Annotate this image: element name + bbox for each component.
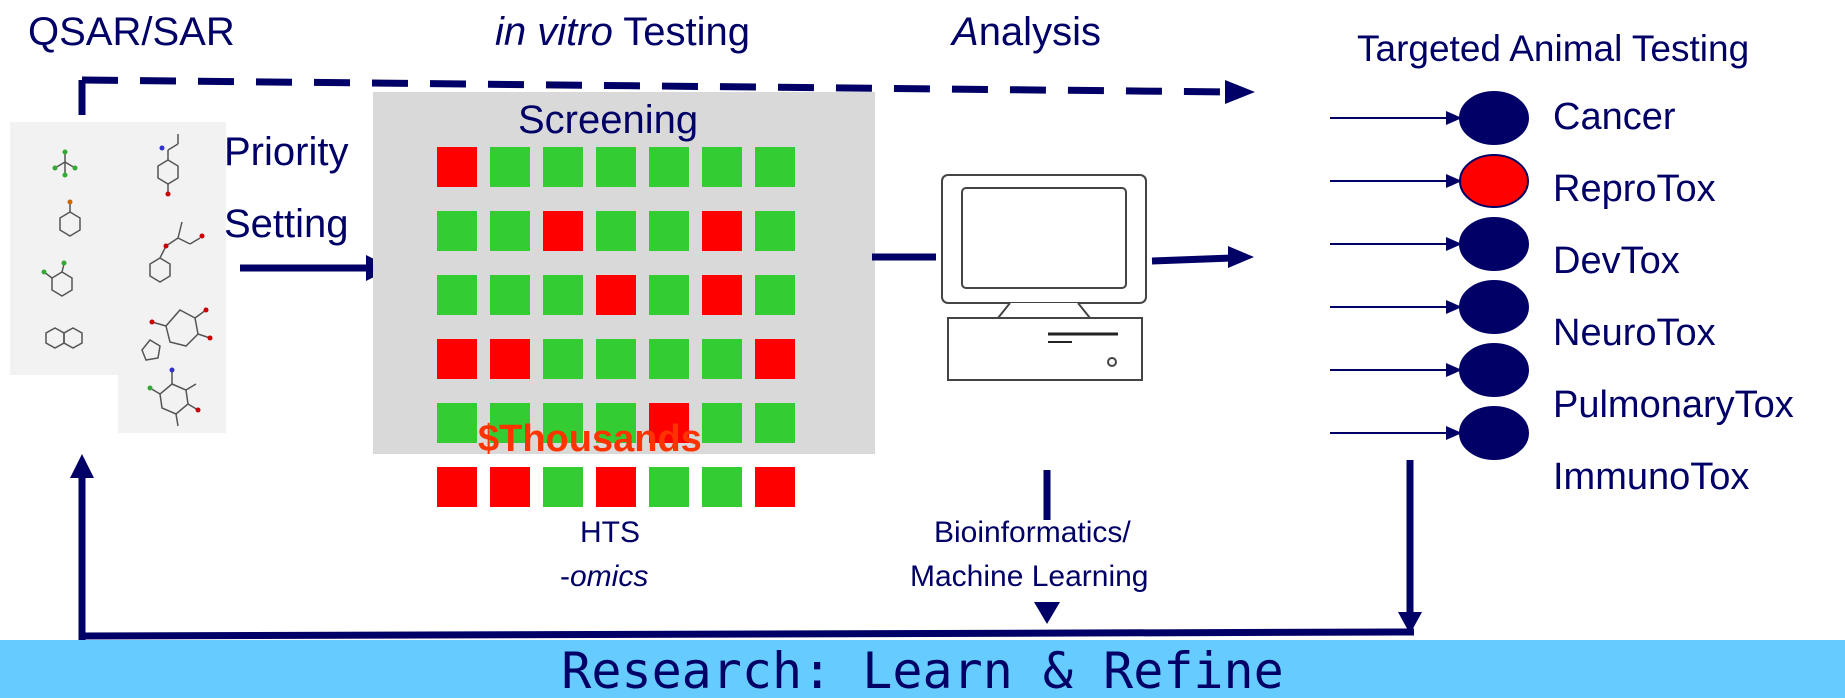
screening-panel bbox=[373, 92, 875, 454]
screening-well-red bbox=[437, 339, 477, 379]
molecule-icon bbox=[141, 307, 213, 361]
screening-well-green bbox=[543, 339, 583, 379]
omics-text: omics bbox=[570, 560, 649, 593]
dashed-bypass-arrow bbox=[78, 76, 1255, 115]
screening-well-green bbox=[755, 403, 795, 443]
invitro-italic: in vitro bbox=[495, 10, 613, 54]
bioinformatics-arrow-head bbox=[1034, 602, 1060, 624]
screening-well-red bbox=[596, 275, 636, 315]
endpoint-devtox: DevTox bbox=[1553, 240, 1680, 282]
compound-library-panel bbox=[10, 122, 226, 433]
screening-well-green bbox=[596, 403, 636, 443]
screening-well-green bbox=[543, 467, 583, 507]
screening-well-green bbox=[702, 339, 742, 379]
screening-well-green bbox=[437, 275, 477, 315]
screening-well-green bbox=[702, 467, 742, 507]
endpoint-arrow-head bbox=[1446, 111, 1462, 125]
screening-well-red bbox=[702, 275, 742, 315]
screening-well-green bbox=[702, 403, 742, 443]
endpoint-arrow-head bbox=[1446, 426, 1462, 440]
feedback-loop-arrow bbox=[70, 454, 1422, 640]
computer-to-testing-arrow-head bbox=[1228, 246, 1254, 268]
computer-icon bbox=[941, 174, 1147, 381]
computer-to-testing-line bbox=[1151, 254, 1233, 265]
screening-well-red bbox=[596, 467, 636, 507]
screening-well-green bbox=[649, 339, 689, 379]
screening-well-red bbox=[755, 467, 795, 507]
endpoint-immunotox: ImmunoTox bbox=[1553, 456, 1750, 498]
screening-well-red bbox=[755, 339, 795, 379]
priority-label-line2: Setting bbox=[224, 202, 349, 246]
endpoint-arrow-head bbox=[1446, 300, 1462, 314]
screening-well-red bbox=[437, 147, 477, 187]
molecule-icon bbox=[41, 260, 73, 297]
screening-well-green bbox=[755, 211, 795, 251]
bioinformatics-label: Bioinformatics/ bbox=[934, 516, 1131, 549]
molecule-icon bbox=[147, 367, 201, 427]
screening-well-green bbox=[543, 275, 583, 315]
endpoint-dot bbox=[1459, 343, 1529, 397]
omics-label: -omics bbox=[560, 560, 648, 594]
cost-label: $Thousands bbox=[478, 418, 702, 460]
endpoint-arrow-head bbox=[1446, 174, 1462, 188]
molecule-icon bbox=[45, 327, 83, 349]
endpoint-neurotox: NeuroTox bbox=[1553, 312, 1716, 354]
screening-well-green bbox=[649, 147, 689, 187]
endpoint-dot bbox=[1459, 217, 1529, 271]
screening-well-red bbox=[649, 403, 689, 443]
invitro-header: in vitro Testing bbox=[495, 10, 750, 55]
molecule-icon bbox=[59, 199, 81, 237]
machine-learning-label: Machine Learning bbox=[910, 560, 1149, 593]
screening-well-green bbox=[649, 211, 689, 251]
screening-well-green bbox=[596, 339, 636, 379]
molecule-icon bbox=[52, 149, 78, 178]
screening-well-green bbox=[596, 147, 636, 187]
qsar-header: QSAR/SAR bbox=[28, 10, 235, 54]
screening-well-green bbox=[543, 147, 583, 187]
priority-label-line1: Priority bbox=[224, 130, 349, 174]
endpoint-dot bbox=[1459, 154, 1529, 208]
screening-well-green bbox=[490, 275, 530, 315]
hts-label: HTS bbox=[580, 516, 640, 549]
screening-well-green bbox=[596, 211, 636, 251]
screening-grid bbox=[437, 147, 795, 507]
endpoint-dot bbox=[1459, 406, 1529, 460]
endpoint-reprotox: ReproTox bbox=[1553, 168, 1716, 210]
screening-well-green bbox=[437, 403, 477, 443]
molecule-icon bbox=[149, 221, 205, 283]
screening-well-green bbox=[490, 403, 530, 443]
screening-well-green bbox=[649, 467, 689, 507]
screening-well-red bbox=[543, 211, 583, 251]
analysis-rest: nalysis bbox=[978, 10, 1101, 54]
targeted-testing-header: Targeted Animal Testing bbox=[1357, 28, 1750, 69]
endpoint-dot bbox=[1459, 280, 1529, 334]
analysis-first-letter: A bbox=[952, 10, 979, 54]
research-banner-text: Research: Learn & Refine bbox=[561, 642, 1284, 700]
omics-dash: - bbox=[560, 560, 570, 593]
screening-title: Screening bbox=[518, 98, 699, 142]
research-banner: Research: Learn & Refine bbox=[0, 640, 1845, 700]
endpoint-dot bbox=[1459, 91, 1529, 145]
screening-well-red bbox=[490, 467, 530, 507]
endpoint-pulmonarytox: PulmonaryTox bbox=[1553, 384, 1794, 426]
molecule-icon bbox=[157, 134, 179, 197]
screening-well-red bbox=[702, 211, 742, 251]
screening-well-green bbox=[437, 211, 477, 251]
endpoint-arrow-head bbox=[1446, 363, 1462, 377]
invitro-rest: Testing bbox=[612, 10, 750, 54]
screening-well-red bbox=[437, 467, 477, 507]
endpoint-arrow-head bbox=[1446, 237, 1462, 251]
screening-well-green bbox=[649, 275, 689, 315]
screening-well-green bbox=[755, 147, 795, 187]
screening-well-green bbox=[490, 147, 530, 187]
screening-well-green bbox=[543, 403, 583, 443]
screening-well-red bbox=[490, 339, 530, 379]
screening-well-green bbox=[490, 211, 530, 251]
screening-well-green bbox=[755, 275, 795, 315]
analysis-header: Analysis bbox=[952, 10, 1101, 55]
screening-well-green bbox=[702, 147, 742, 187]
endpoint-cancer: Cancer bbox=[1553, 96, 1676, 138]
endpoint-markers bbox=[1330, 91, 1529, 460]
